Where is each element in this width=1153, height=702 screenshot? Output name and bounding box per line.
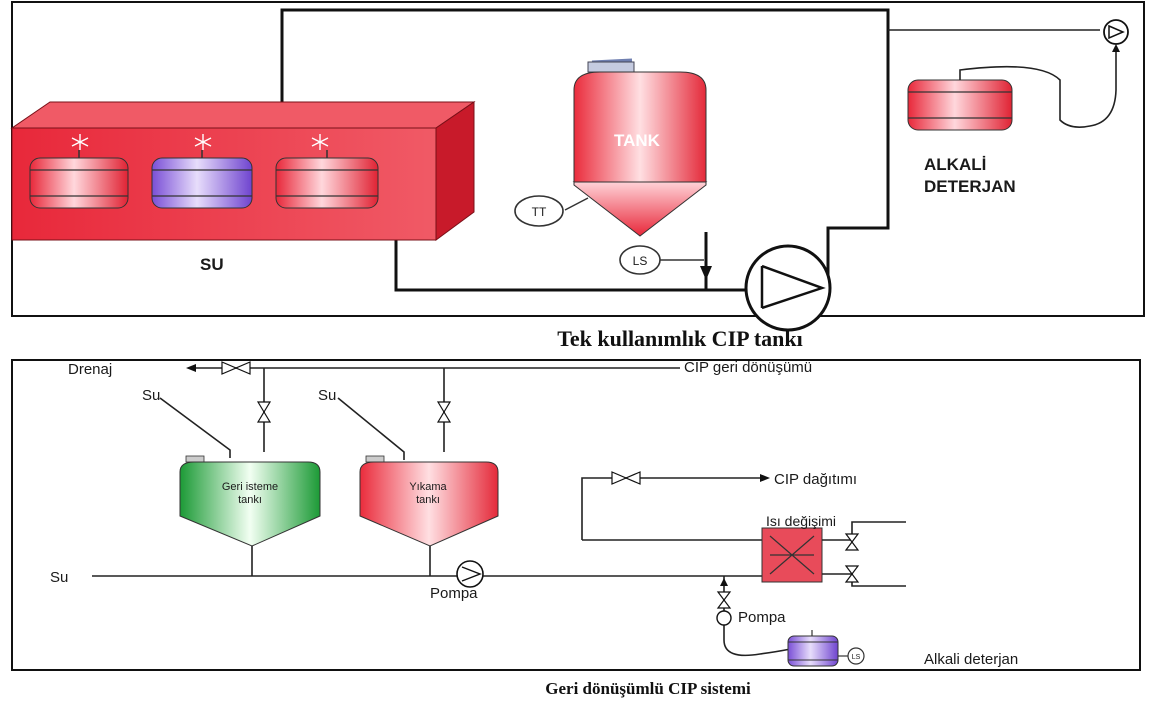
- wash-tank-label-2: tankı: [416, 494, 440, 506]
- water-label: SU: [200, 255, 224, 274]
- drain-label: Drenaj: [68, 361, 112, 378]
- level-sensor: LS: [619, 245, 712, 280]
- spray-nozzle-icon: [71, 134, 329, 150]
- return-pipe: [394, 228, 748, 292]
- supply-pipe: [280, 8, 890, 290]
- water-tank-3: [275, 150, 379, 209]
- top-diagram: SU TANK TT LS: [10, 1, 1145, 332]
- bottom-diagram: Drenaj CIP geri dönüşümü Su Su Geri iste…: [11, 359, 1141, 671]
- pump-1-label: Pompa: [430, 585, 478, 602]
- distribution-valve-icon: [611, 471, 641, 485]
- recovery-tank-label-2: tankı: [238, 494, 262, 506]
- heat-line-1: [822, 521, 906, 541]
- water-label-2: Su: [318, 387, 336, 404]
- alkali-detergent-tank: [907, 44, 1120, 131]
- ls-label: LS: [633, 254, 648, 268]
- recovery-tank-label-1: Geri isteme: [222, 481, 278, 493]
- detergent-level-sensor: LS: [838, 647, 865, 665]
- heat-exchanger: [761, 527, 823, 583]
- recovery-tank: [179, 455, 321, 547]
- wash-tank-label-1: Yıkama: [409, 481, 447, 493]
- water-box: [10, 101, 476, 241]
- valve-icon: [256, 401, 452, 423]
- water-inlet-1: [159, 397, 231, 458]
- heat-exchange-label: Isı değişimi: [766, 513, 836, 529]
- detergent-tank: [787, 630, 839, 667]
- heat-valve-icon: [844, 533, 860, 583]
- pump-1-icon: [456, 560, 484, 588]
- detergent-ls-label: LS: [852, 654, 861, 661]
- cip-distribution-label: CIP dağıtımı: [774, 471, 857, 488]
- detergent-label: Alkali deterjan: [924, 651, 1018, 668]
- pump-icon: [744, 244, 832, 332]
- caption-bottom: Geri dönüşümlü CIP sistemi: [545, 679, 751, 698]
- drain-valve-icon: [221, 361, 251, 375]
- detergent-pump-icon: [1103, 19, 1129, 45]
- pump-2-icon: [716, 610, 732, 626]
- detergent-label-1: ALKALİ: [924, 155, 986, 174]
- tank-label: TANK: [614, 131, 661, 150]
- water-tank-2: [151, 150, 253, 209]
- detergent-label-2: DETERJAN: [924, 177, 1016, 196]
- heat-line-2: [822, 573, 906, 587]
- water-label-3: Su: [50, 569, 68, 586]
- water-label-1: Su: [142, 387, 160, 404]
- caption-top: Tek kullanımlık CIP tankı: [557, 326, 803, 351]
- wash-tank: [359, 455, 499, 547]
- water-tank-1: [29, 150, 129, 209]
- main-tank: [572, 58, 708, 237]
- pump-2-label: Pompa: [738, 609, 786, 626]
- bottom-frame: [11, 359, 1141, 671]
- water-inlet-2: [337, 397, 405, 460]
- temperature-sensor: TT: [514, 195, 589, 227]
- cip-return-label: CIP geri dönüşümü: [684, 359, 812, 376]
- distribution-pipe: [581, 477, 760, 540]
- detergent-valve-icon: [716, 591, 732, 609]
- tt-label: TT: [532, 205, 547, 219]
